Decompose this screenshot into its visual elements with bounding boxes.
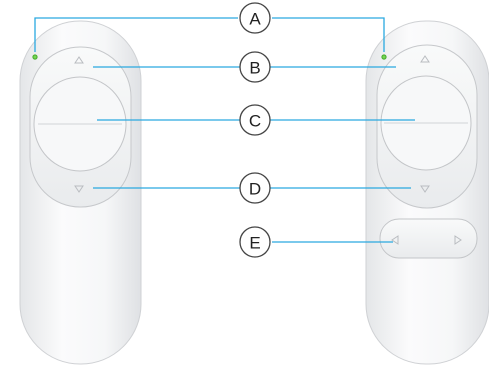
callout-e: E (239, 226, 271, 258)
callout-b-letter: B (249, 59, 260, 78)
callout-d-letter: D (249, 180, 261, 199)
callout-c-letter: C (249, 112, 261, 131)
callout-d: D (239, 172, 271, 204)
remote-left (19, 20, 142, 365)
remote-left-indicator-light (32, 54, 38, 60)
remote-left-up-arrow-icon (74, 56, 84, 64)
leader-line-a-right (272, 17, 385, 52)
callout-a-letter: A (249, 10, 261, 29)
callout-e-letter: E (249, 234, 260, 253)
callout-c: C (239, 104, 271, 136)
callout-b: B (239, 51, 271, 83)
remote-right-down-arrow-icon (420, 185, 430, 193)
callout-a: A (239, 2, 271, 34)
callout-b-circle (239, 51, 271, 83)
remote-right-indicator-light (381, 54, 387, 60)
remote-right-side-button (379, 218, 478, 259)
remote-right-right-arrow-icon (454, 235, 462, 245)
remote-left-down-arrow-icon (74, 185, 84, 193)
callout-d-circle (239, 172, 271, 204)
leader-line-a (34, 17, 238, 52)
callout-e-circle (239, 226, 271, 258)
remote-right-up-arrow-icon (420, 55, 430, 63)
callout-a-circle (239, 2, 271, 34)
remote-right (365, 20, 489, 365)
remote-right-left-arrow-icon (391, 235, 399, 245)
callout-c-circle (239, 104, 271, 136)
